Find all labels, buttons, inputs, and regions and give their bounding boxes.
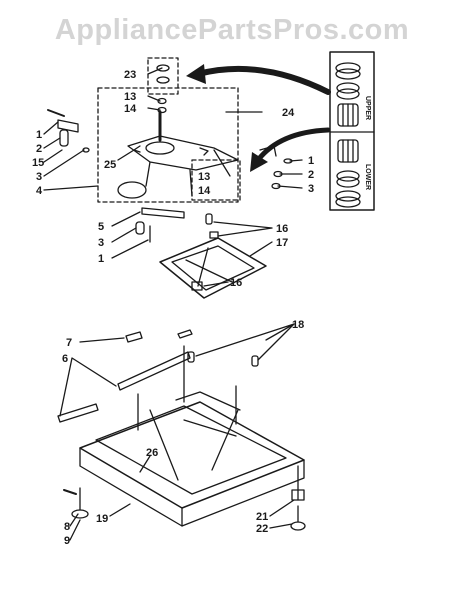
callout-3-right: 3 [308,183,314,195]
upper-assembly-box [97,87,239,203]
callout-3-mid: 3 [98,237,104,249]
callout-26: 26 [146,447,158,459]
callout-13-lower: 13 [198,171,210,183]
support-bar-low [57,403,99,423]
callout-14-upper: 14 [124,103,137,115]
callout-15: 15 [32,157,44,169]
watermark-text: AppliancePartsPros.com [54,14,410,46]
callout-7: 7 [66,337,72,349]
callout-6: 6 [62,353,68,365]
lower-bearing-label: LOWER [364,164,371,190]
callout-16-lower: 16 [230,277,242,289]
callout-13-upper: 13 [124,91,136,103]
callout-24: 24 [282,107,295,119]
gearcase-assembly [117,110,239,197]
clutch-ring [117,181,147,199]
upper-bearing-label: UPPER [364,96,371,120]
callout-3-left: 3 [36,171,42,183]
callout-21: 21 [256,511,268,523]
upper-bearing-icon [335,62,361,127]
callout-22: 22 [256,523,268,535]
support-bar-mid [117,351,191,391]
lower-seal-box [191,159,241,201]
leveling-foot-left [63,487,89,519]
seal-kit-box [147,57,179,95]
callout-25: 25 [104,159,116,171]
callout-9: 9 [64,535,70,547]
lower-bearing-icon [335,139,361,208]
upper-arrow [195,65,331,95]
support-bar-upper [125,331,143,343]
callout-17: 17 [276,237,288,249]
lower-arrow [255,127,331,163]
callout-14-lower: 14 [198,185,211,197]
callout-16-upper: 16 [276,223,288,235]
callout-4: 4 [36,185,43,197]
callout-8: 8 [64,521,70,533]
callout-1-right: 1 [308,155,314,167]
callout-5: 5 [98,221,104,233]
callout-1-left: 1 [36,129,42,141]
callout-19: 19 [96,513,108,525]
cabinet-base-frame [79,345,305,527]
callout-18: 18 [292,319,304,331]
callout-2-left: 2 [36,143,42,155]
callout-23: 23 [124,69,136,81]
leveling-foot-right [290,465,306,531]
callout-1-mid: 1 [98,253,104,265]
mounting-plate [159,213,267,299]
callout-2-right: 2 [308,169,314,181]
